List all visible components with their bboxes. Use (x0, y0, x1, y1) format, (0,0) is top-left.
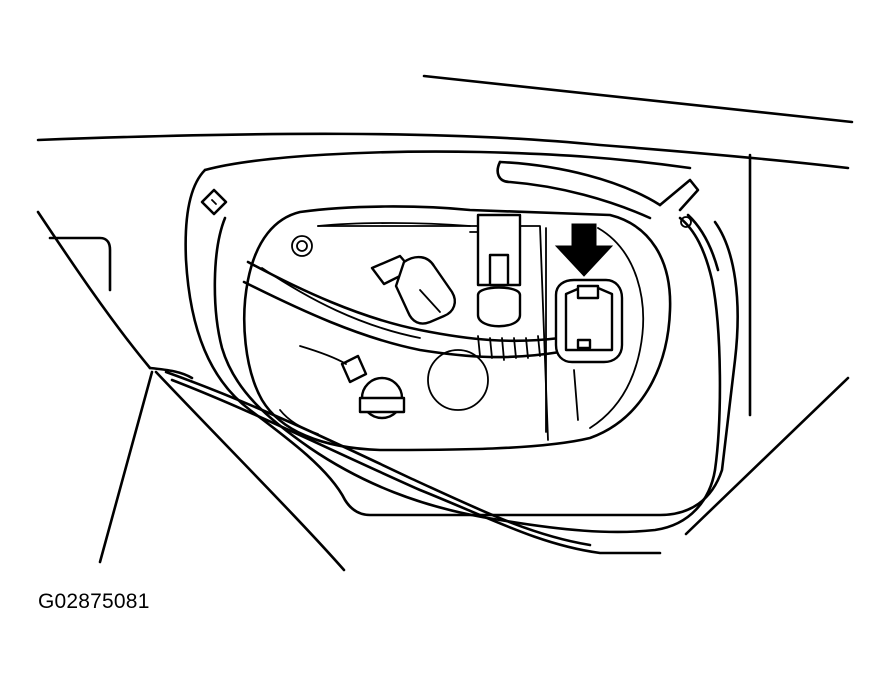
wiring-harness (242, 260, 562, 361)
locating-pin (291, 235, 313, 257)
access-opening (242, 205, 672, 452)
arrow-indicator (554, 223, 614, 277)
round-lamp (427, 349, 489, 411)
bulb-socket-center (469, 213, 522, 328)
bumper-outline (36, 210, 346, 572)
angled-connector (370, 254, 456, 325)
housing-bezel (164, 150, 739, 555)
lower-bulb-socket (299, 345, 406, 420)
corner-fastener (200, 188, 228, 216)
figure-id-label: G02875081 (38, 590, 150, 613)
harness-connector (554, 278, 624, 364)
retaining-latch (496, 160, 700, 228)
fender-outline (36, 74, 854, 536)
